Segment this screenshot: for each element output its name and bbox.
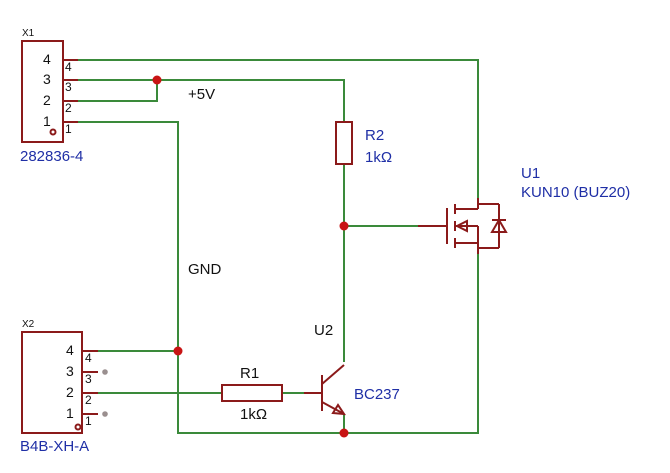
net-label-vcc: +5V — [188, 86, 215, 103]
junctions — [152, 75, 349, 438]
x2-body — [21, 331, 83, 434]
x2-pin1-nc — [102, 411, 108, 417]
transistor-u2: U2 BC237 — [304, 322, 400, 416]
x1-body — [21, 40, 64, 143]
x1-pin-label-2: 2 — [43, 92, 51, 108]
u1-body-arrow — [454, 219, 468, 233]
x2-pin-num-4: 4 — [85, 351, 92, 365]
r1-value: 1kΩ — [240, 406, 267, 423]
wire-x1-pin4-drain — [63, 59, 479, 205]
u2-emitter — [321, 401, 345, 415]
x2-part: B4B-XH-A — [20, 438, 89, 455]
x2-pin-label-4: 4 — [66, 342, 74, 358]
x1-ref: X1 — [22, 28, 35, 39]
x1-pin-label-1: 1 — [43, 113, 51, 129]
u2-ref: U2 — [314, 322, 333, 339]
x2-pin-num-2: 2 — [85, 393, 92, 407]
x1-part: 282836-4 — [20, 148, 83, 165]
u2-part: BC237 — [354, 386, 400, 403]
x2-pin-label-3: 3 — [66, 363, 74, 379]
r2-value: 1kΩ — [365, 149, 392, 166]
r1-body — [221, 384, 283, 402]
u2-emitter-arrow — [331, 403, 346, 416]
net-label-gnd: GND — [188, 261, 222, 278]
wire-gnd — [63, 121, 344, 434]
x2-pin-label-2: 2 — [66, 384, 74, 400]
u2-collector — [321, 364, 345, 385]
junction-gnd-x2 — [173, 346, 183, 356]
x1-pin-num-4: 4 — [65, 60, 72, 74]
x1-pin-num-1: 1 — [65, 122, 72, 136]
x1-pin-label-4: 4 — [43, 51, 51, 67]
r2-ref: R2 — [365, 127, 384, 144]
r2-body — [335, 121, 353, 165]
x2-pin3-nc — [102, 369, 108, 375]
mosfet-u1: U1 KUN10 (BUZ20) — [418, 165, 630, 254]
junction-vcc — [152, 75, 162, 85]
u1-part: KUN10 (BUZ20) — [521, 184, 630, 201]
x2-pin-label-1: 1 — [66, 405, 74, 421]
wires — [63, 59, 479, 434]
junction-gate — [339, 221, 349, 231]
x2-pin1-marker — [74, 423, 82, 431]
u1-diode-triangle — [490, 218, 508, 233]
connector-x1: X1 4 3 2 1 4 3 2 1 282836-4 — [20, 28, 83, 165]
wire-x1-pin2-vcc — [63, 80, 158, 102]
connector-x2: X2 4 3 2 1 4 3 2 1 B4B-XH-A — [20, 319, 108, 455]
x1-pin-label-3: 3 — [43, 71, 51, 87]
r1-ref: R1 — [240, 365, 259, 382]
resistor-r1: R1 1kΩ — [221, 365, 283, 423]
x1-pin-num-2: 2 — [65, 101, 72, 115]
resistor-r2: R2 1kΩ — [335, 121, 392, 166]
x2-pin-num-3: 3 — [85, 372, 92, 386]
x2-ref: X2 — [22, 319, 35, 330]
wire-gnd-source — [344, 248, 479, 434]
x1-pin1-marker — [49, 128, 57, 136]
x2-pin-num-1: 1 — [85, 414, 92, 428]
u1-ref: U1 — [521, 165, 540, 182]
x1-pin-num-3: 3 — [65, 80, 72, 94]
junction-gnd-emitter — [339, 428, 349, 438]
